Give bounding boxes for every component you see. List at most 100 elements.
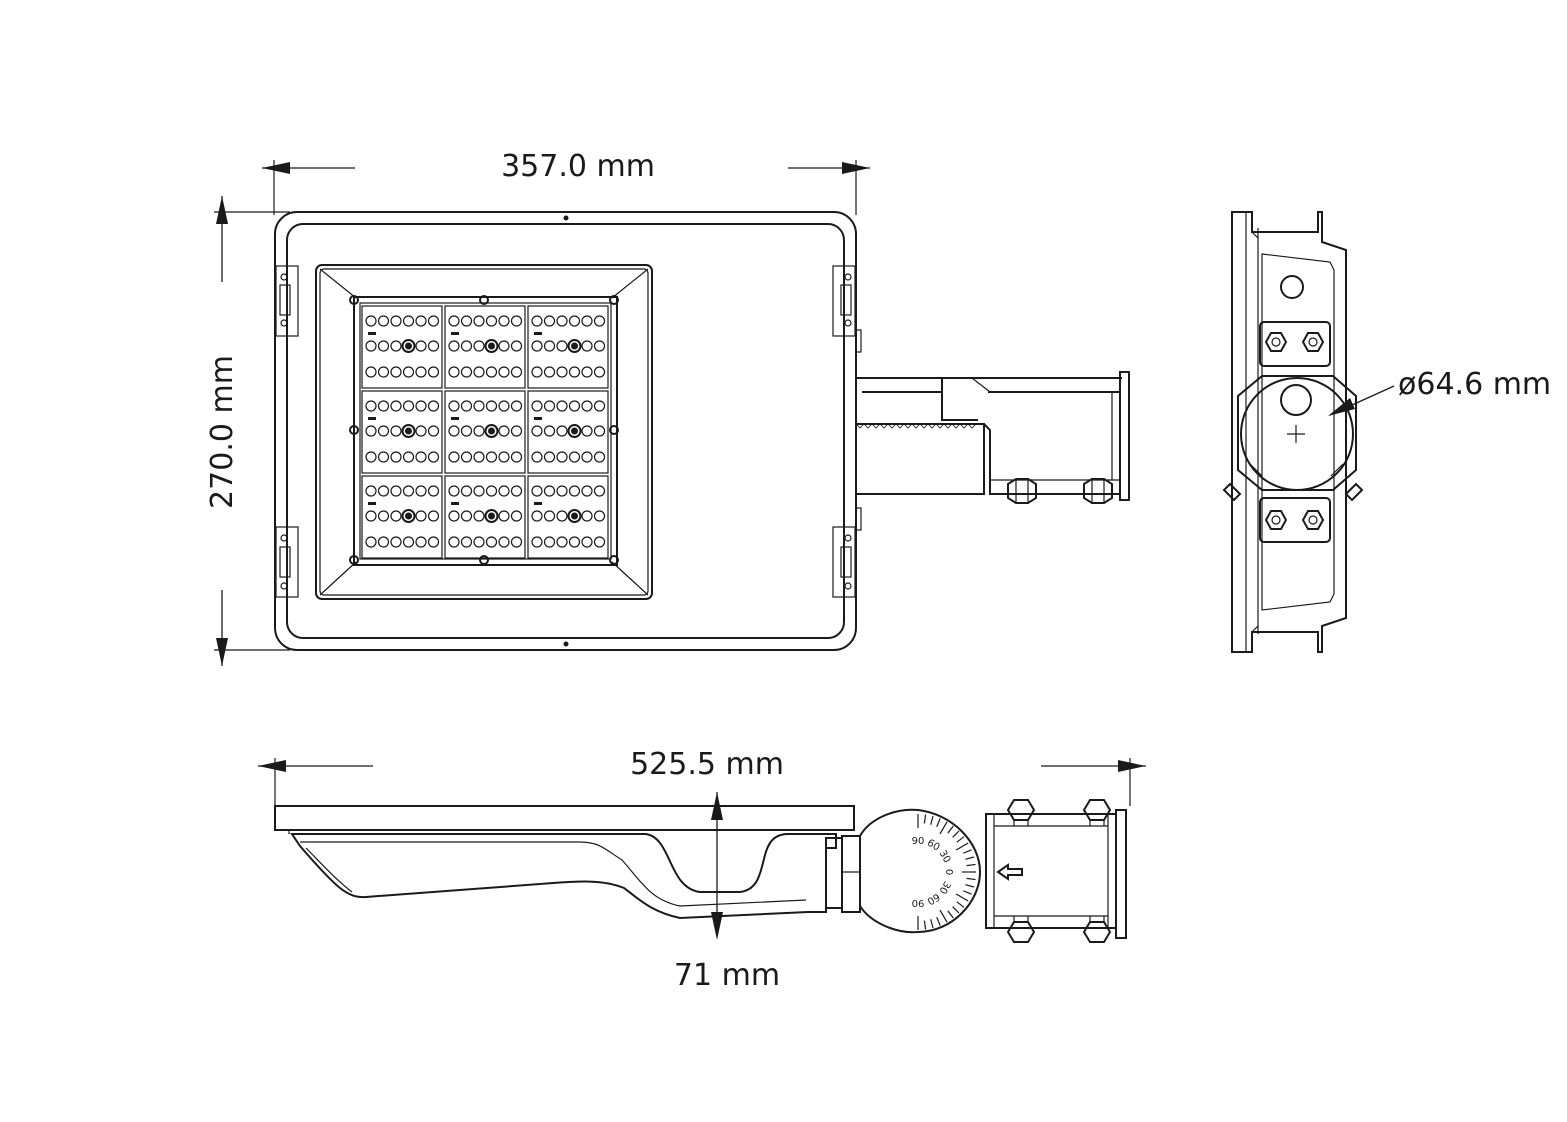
tilt-label: 90 [912, 897, 925, 908]
led-lens [567, 509, 582, 523]
led-lens [510, 485, 523, 497]
led-module [527, 475, 609, 559]
led-lens [543, 425, 556, 437]
led-lens [402, 485, 415, 497]
led-lens [485, 400, 498, 412]
led-lens [531, 536, 543, 548]
height-dimension: 270.0 mm [205, 196, 290, 666]
led-lens [460, 536, 473, 548]
led-lens [448, 315, 460, 327]
led-lens [543, 315, 556, 327]
led-module [527, 305, 609, 389]
tilt-label: 90 [912, 836, 925, 847]
led-lens [402, 536, 415, 548]
led-lens [390, 510, 402, 522]
tilt-tick [965, 856, 975, 860]
led-lens [390, 425, 402, 437]
tilt-label: 30 [936, 879, 952, 896]
led-lens [568, 366, 581, 378]
led-lens [498, 400, 510, 412]
led-lens [498, 451, 510, 463]
tilt-tick [936, 917, 941, 926]
led-lens [498, 510, 510, 522]
led-lens [556, 366, 568, 378]
led-lens [415, 451, 427, 463]
led-lens [593, 425, 606, 437]
led-lens [377, 451, 390, 463]
led-lens [415, 536, 427, 548]
led-module [361, 305, 443, 389]
led-lens [415, 400, 427, 412]
tilt-tick [923, 814, 927, 824]
led-module [361, 475, 443, 559]
length-label: 525.5 mm [630, 747, 784, 782]
width-label: 357.0 mm [501, 149, 655, 184]
led-lens [581, 510, 593, 522]
led-lens [473, 340, 485, 352]
led-lens-center [488, 427, 495, 435]
tilt-tick [923, 920, 927, 930]
led-lens [390, 340, 402, 352]
diameter-label: ø64.6 mm [1398, 367, 1551, 402]
led-lens [401, 509, 416, 523]
led-module [444, 475, 526, 559]
led-lens [510, 315, 523, 327]
led-lens [531, 510, 543, 522]
led-lens [390, 485, 402, 497]
led-lens [448, 451, 460, 463]
led-lens [473, 315, 485, 327]
length-dimension: 525.5 mm [258, 747, 1146, 806]
led-lens [365, 425, 377, 437]
led-lens [377, 400, 390, 412]
led-lens [448, 400, 460, 412]
frame-screws [349, 295, 619, 565]
led-lens [365, 536, 377, 548]
led-lens [568, 400, 581, 412]
led-lens [473, 485, 485, 497]
tilt-tick [963, 849, 972, 854]
led-lens [531, 315, 543, 327]
led-lens [581, 425, 593, 437]
led-lens [390, 315, 402, 327]
led-module [444, 390, 526, 474]
led-lens [484, 509, 499, 523]
led-lens [415, 315, 427, 327]
led-lens [448, 485, 460, 497]
led-lens [531, 485, 543, 497]
led-module-grid [361, 305, 609, 559]
led-lens [365, 340, 377, 352]
led-lens [377, 485, 390, 497]
led-lens-center [488, 512, 495, 520]
led-lens [377, 366, 390, 378]
led-lens [415, 510, 427, 522]
led-lens [510, 400, 523, 412]
led-lens [556, 510, 568, 522]
led-lens-center [488, 342, 495, 350]
led-lens [448, 425, 460, 437]
led-lens [415, 485, 427, 497]
led-lens [593, 340, 606, 352]
led-lens [427, 400, 440, 412]
led-lens [365, 510, 377, 522]
led-lens [365, 366, 377, 378]
led-lens [473, 400, 485, 412]
led-lens [543, 485, 556, 497]
led-module [361, 390, 443, 474]
tilt-tick [966, 877, 976, 881]
led-lens [543, 400, 556, 412]
module-marker [534, 417, 542, 420]
led-lens [498, 315, 510, 327]
led-lens-center [405, 342, 412, 350]
led-lens [568, 315, 581, 327]
module-marker [451, 417, 459, 420]
led-lens [473, 451, 485, 463]
led-lens [581, 485, 593, 497]
led-lens-center [571, 342, 578, 350]
module-marker [368, 417, 376, 420]
module-marker [368, 332, 376, 335]
led-lens [401, 339, 416, 353]
led-lens [531, 451, 543, 463]
led-lens [531, 400, 543, 412]
